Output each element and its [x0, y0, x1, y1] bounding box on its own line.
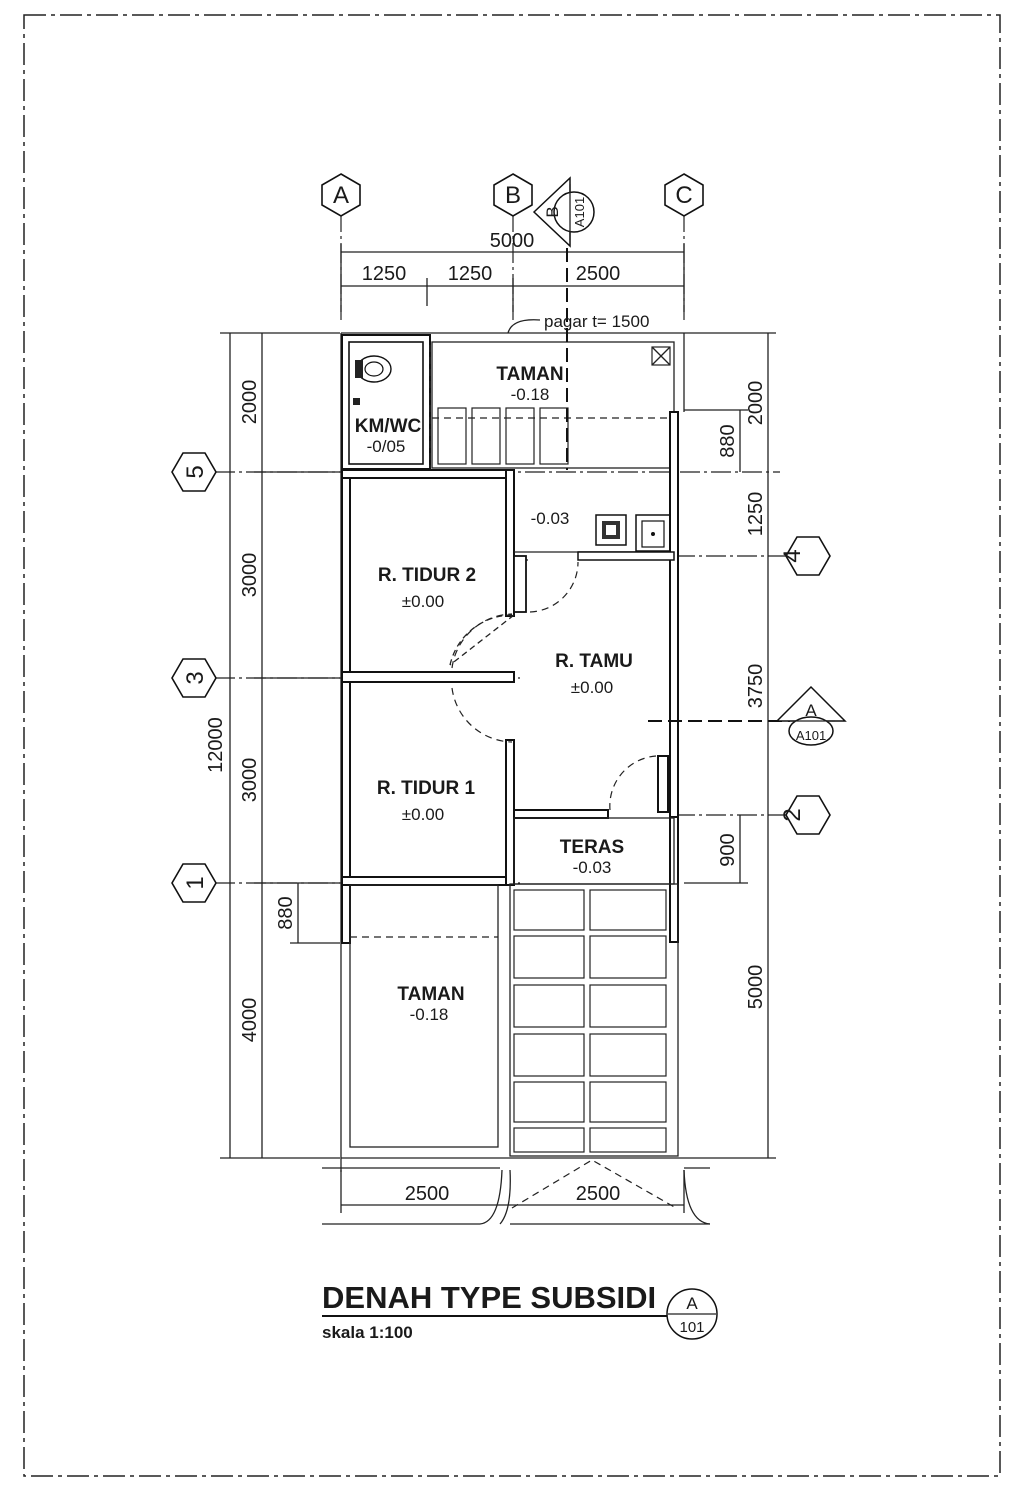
dim-left-total: 12000	[205, 717, 227, 773]
section-mark-b: B A101	[532, 176, 595, 248]
dim-right-1: 2000	[745, 381, 767, 426]
top-dimensions: 5000 1250 1250 2500	[340, 230, 685, 312]
grid-label-a: A	[333, 182, 349, 209]
dim-left-2: 3000	[239, 553, 261, 598]
title-ref-bottom: 101	[679, 1319, 704, 1336]
grid-label-b: B	[505, 182, 521, 209]
left-dimensions: 12000 2000 3000 3000 4000 880	[205, 332, 340, 1159]
grid-label-3: 3	[182, 671, 209, 684]
grid-label-1: 1	[182, 876, 209, 889]
room-level-kmwc: -0/05	[367, 437, 406, 456]
bottom-dimensions: 2500 2500	[340, 1160, 685, 1213]
title-block: DENAH TYPE SUBSIDI skala 1:100 A 101	[322, 1280, 718, 1342]
dim-top-total: 5000	[490, 230, 535, 252]
grid-bubble-5	[171, 452, 217, 492]
room-labels: TAMAN -0.18 KM/WC -0/05 -0.03 R. TIDUR 2…	[355, 364, 633, 1024]
drawing-title: DENAH TYPE SUBSIDI	[322, 1280, 656, 1315]
dim-left-1: 2000	[239, 380, 261, 425]
drain-symbol	[651, 346, 671, 366]
grid-bubble-a	[321, 173, 361, 217]
door-tidur2-arc	[451, 613, 513, 669]
room-name-tidur1: R. TIDUR 1	[377, 778, 476, 799]
dim-top-1: 1250	[362, 263, 407, 285]
right-dimensions: 2000 880 1250 3750 900 5000	[684, 332, 776, 1159]
room-name-taman-top: TAMAN	[496, 364, 563, 385]
dim-bottom-2: 2500	[576, 1183, 621, 1205]
room-name-kmwc: KM/WC	[355, 416, 422, 437]
sheet-border	[23, 14, 1001, 1477]
grid-bubble-b	[493, 173, 533, 217]
grid-bubbles: A B C 5 4 3 2 1	[171, 173, 831, 903]
section-b-letter: B	[543, 206, 562, 217]
dim-bottom-1: 2500	[405, 1183, 450, 1205]
room-level-taman-bottom: -0.18	[410, 1005, 449, 1024]
room-level-kitchen: -0.03	[531, 509, 570, 528]
title-ref-top: A	[686, 1294, 698, 1313]
fence-note: pagar t= 1500	[544, 312, 649, 331]
grid-bubble-3	[171, 658, 217, 698]
grid-label-5: 5	[182, 465, 209, 478]
room-level-tamu: ±0.00	[571, 678, 613, 697]
room-level-tidur1: ±0.00	[402, 805, 444, 824]
room-level-tidur2: ±0.00	[402, 592, 444, 611]
sink-icon	[635, 514, 671, 552]
grid-bubble-2	[785, 795, 831, 835]
grid-lines	[215, 212, 790, 884]
grid-label-c: C	[675, 182, 692, 209]
building: pagar t= 1500	[322, 228, 711, 1225]
room-level-teras: -0.03	[573, 858, 612, 877]
dim-right-5: 900	[717, 833, 739, 866]
dim-top-2: 1250	[448, 263, 493, 285]
room-name-tidur2: R. TIDUR 2	[378, 565, 476, 586]
section-mark-a: A A101	[648, 685, 847, 746]
dim-top-3: 2500	[576, 263, 621, 285]
room-name-teras: TERAS	[560, 837, 624, 858]
door-tidur1-arc	[451, 687, 513, 743]
door-main-arc	[609, 755, 657, 811]
grid-label-2: 2	[779, 808, 806, 821]
room-name-tamu: R. TAMU	[555, 651, 633, 672]
carport-pavers	[509, 883, 679, 1157]
dim-right-4: 3750	[745, 664, 767, 709]
dim-right-3: 1250	[745, 492, 767, 537]
room-level-taman-top: -0.18	[511, 385, 550, 404]
section-a-letter: A	[805, 701, 817, 720]
dim-left-inner: 880	[275, 896, 297, 929]
dim-left-3: 3000	[239, 758, 261, 803]
door-tidur2	[449, 614, 515, 666]
section-a-ref: A101	[796, 728, 826, 743]
floor-drain-icon	[353, 398, 360, 405]
dim-right-6: 5000	[745, 965, 767, 1010]
drawing-scale: skala 1:100	[322, 1323, 413, 1342]
grid-label-4: 4	[779, 549, 806, 562]
grid-bubble-1	[171, 863, 217, 903]
grid-bubble-c	[664, 173, 704, 217]
grid-bubble-4	[785, 536, 831, 576]
dim-left-4: 4000	[239, 998, 261, 1043]
door-kitchen-arc	[529, 561, 579, 613]
stove-icon	[595, 514, 627, 546]
section-b-ref: A101	[572, 197, 587, 227]
room-name-taman-bottom: TAMAN	[397, 984, 464, 1005]
dim-right-2: 880	[717, 424, 739, 457]
